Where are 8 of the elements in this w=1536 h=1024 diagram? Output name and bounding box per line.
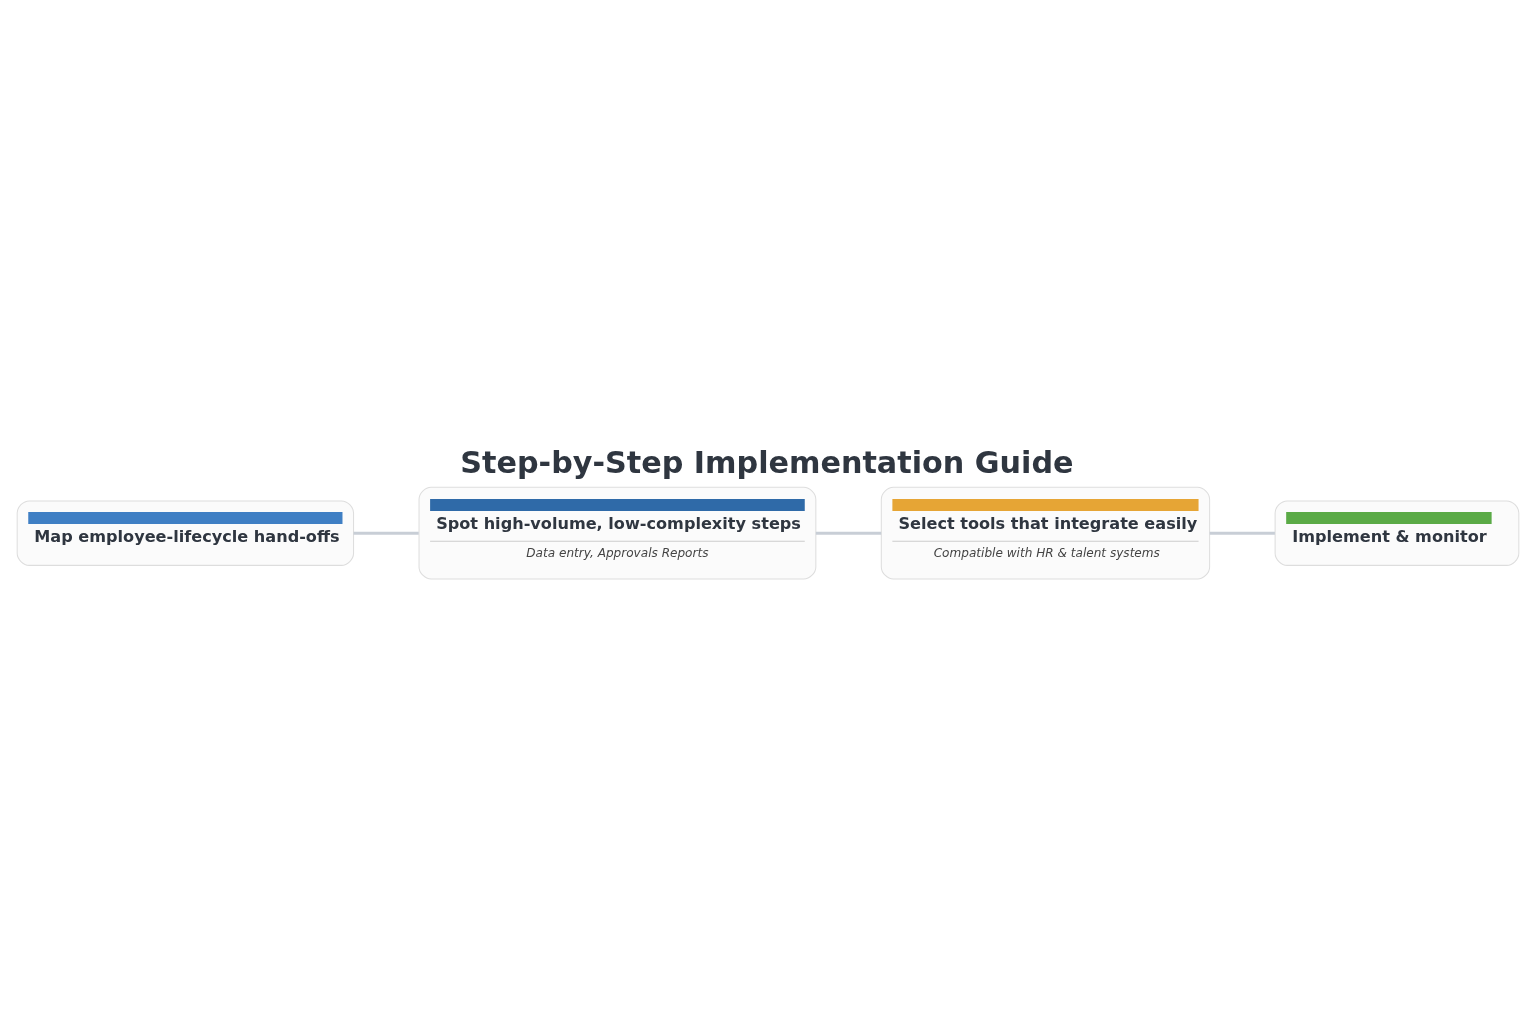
node-box: Implement & monitor — [1274, 499, 1520, 566]
node-box: Map employee-lifecycle hand-offs — [16, 499, 355, 566]
connector — [1209, 531, 1275, 535]
connector — [815, 531, 882, 535]
node-box: Select tools that integrate easily Compatible with HR & talent systems — [880, 486, 1211, 579]
diagram-title: Step-by-Step Implementation Guide — [460, 444, 1074, 480]
node-box: Spot high-volume, low-complexity steps Data entry, Approvals Reports — [418, 486, 817, 579]
connector — [353, 531, 419, 535]
